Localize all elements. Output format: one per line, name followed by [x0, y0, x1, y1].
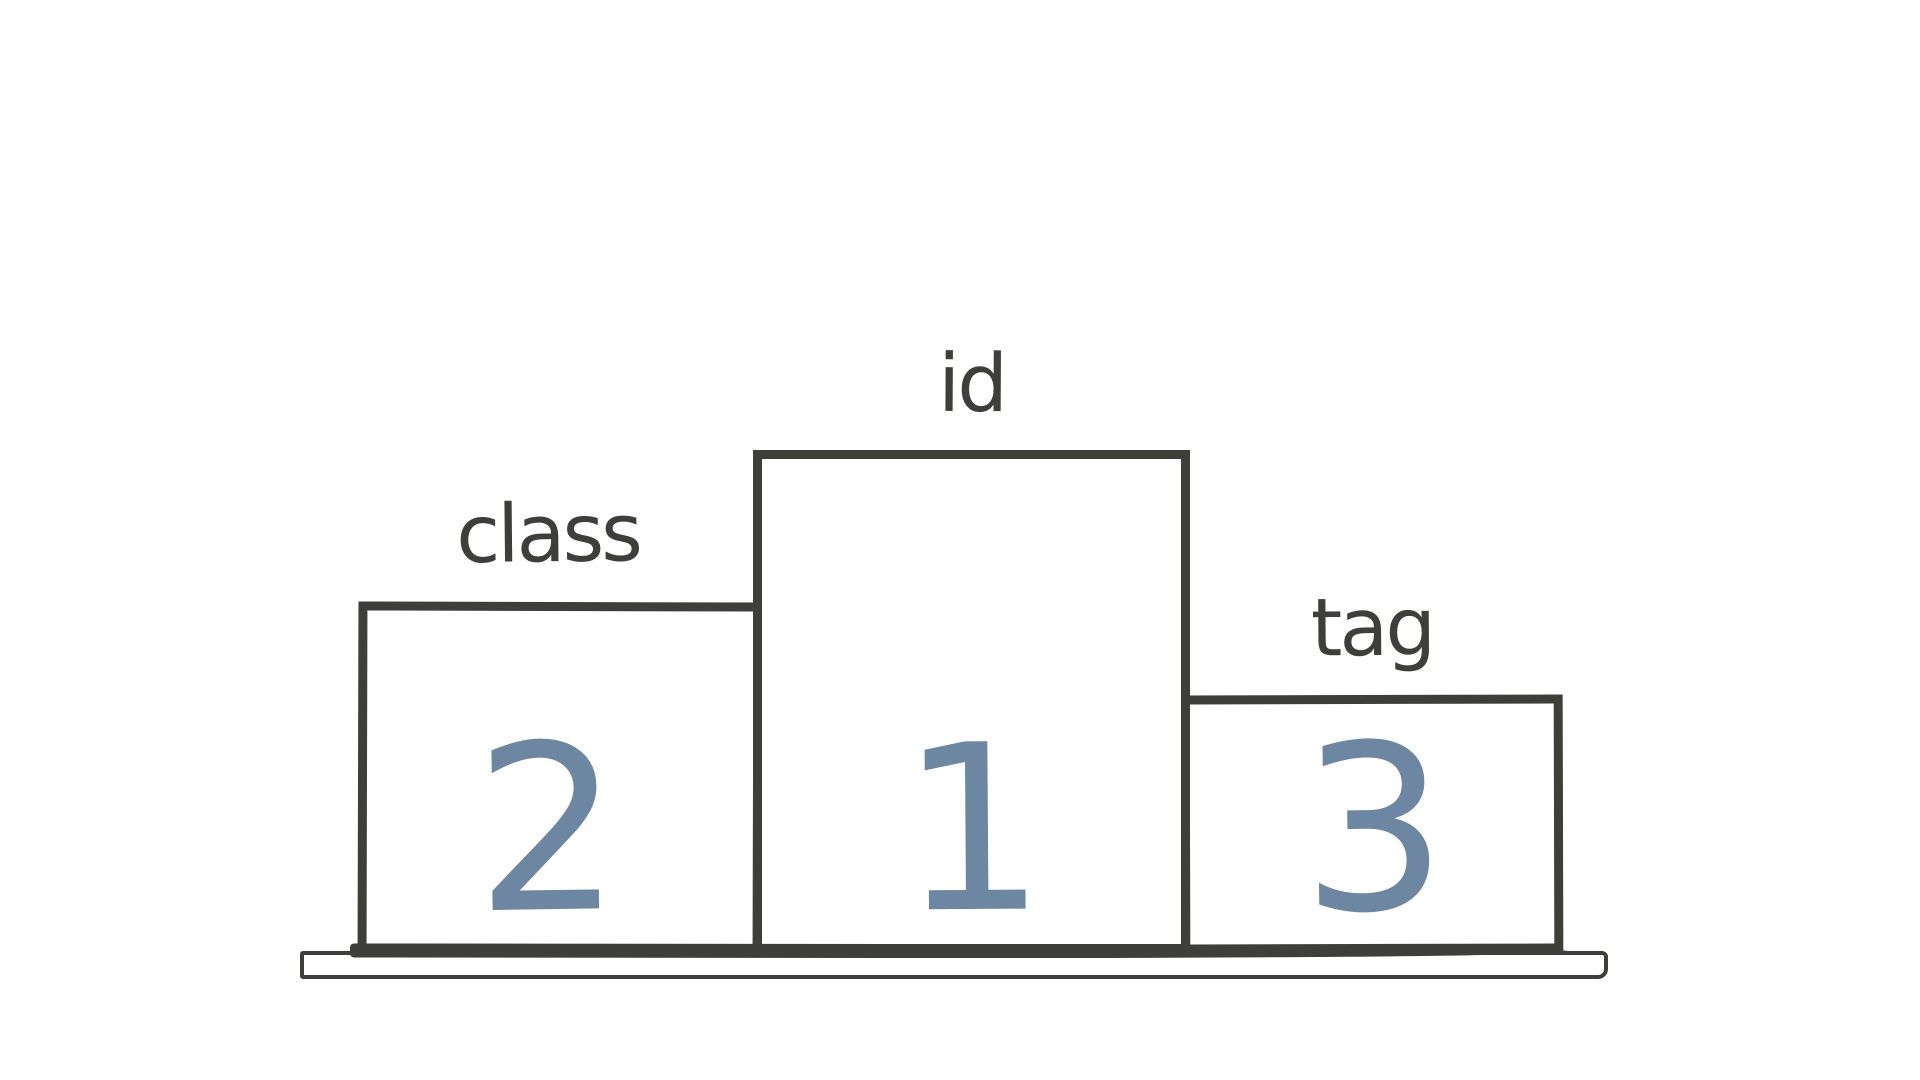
rank-number-class: 2	[472, 695, 619, 965]
podium-box-class: 2	[357, 601, 763, 965]
podium-label-class: class	[455, 486, 641, 582]
podium-box-tag: 3	[1180, 694, 1564, 965]
podium-box-id: 1	[753, 450, 1190, 965]
rank-number-tag: 3	[1299, 695, 1445, 965]
podium-label-id: id	[937, 336, 1006, 431]
podium-label-tag: tag	[1310, 580, 1434, 675]
ground-stroke	[349, 943, 1571, 959]
rank-number-id: 1	[899, 696, 1044, 965]
